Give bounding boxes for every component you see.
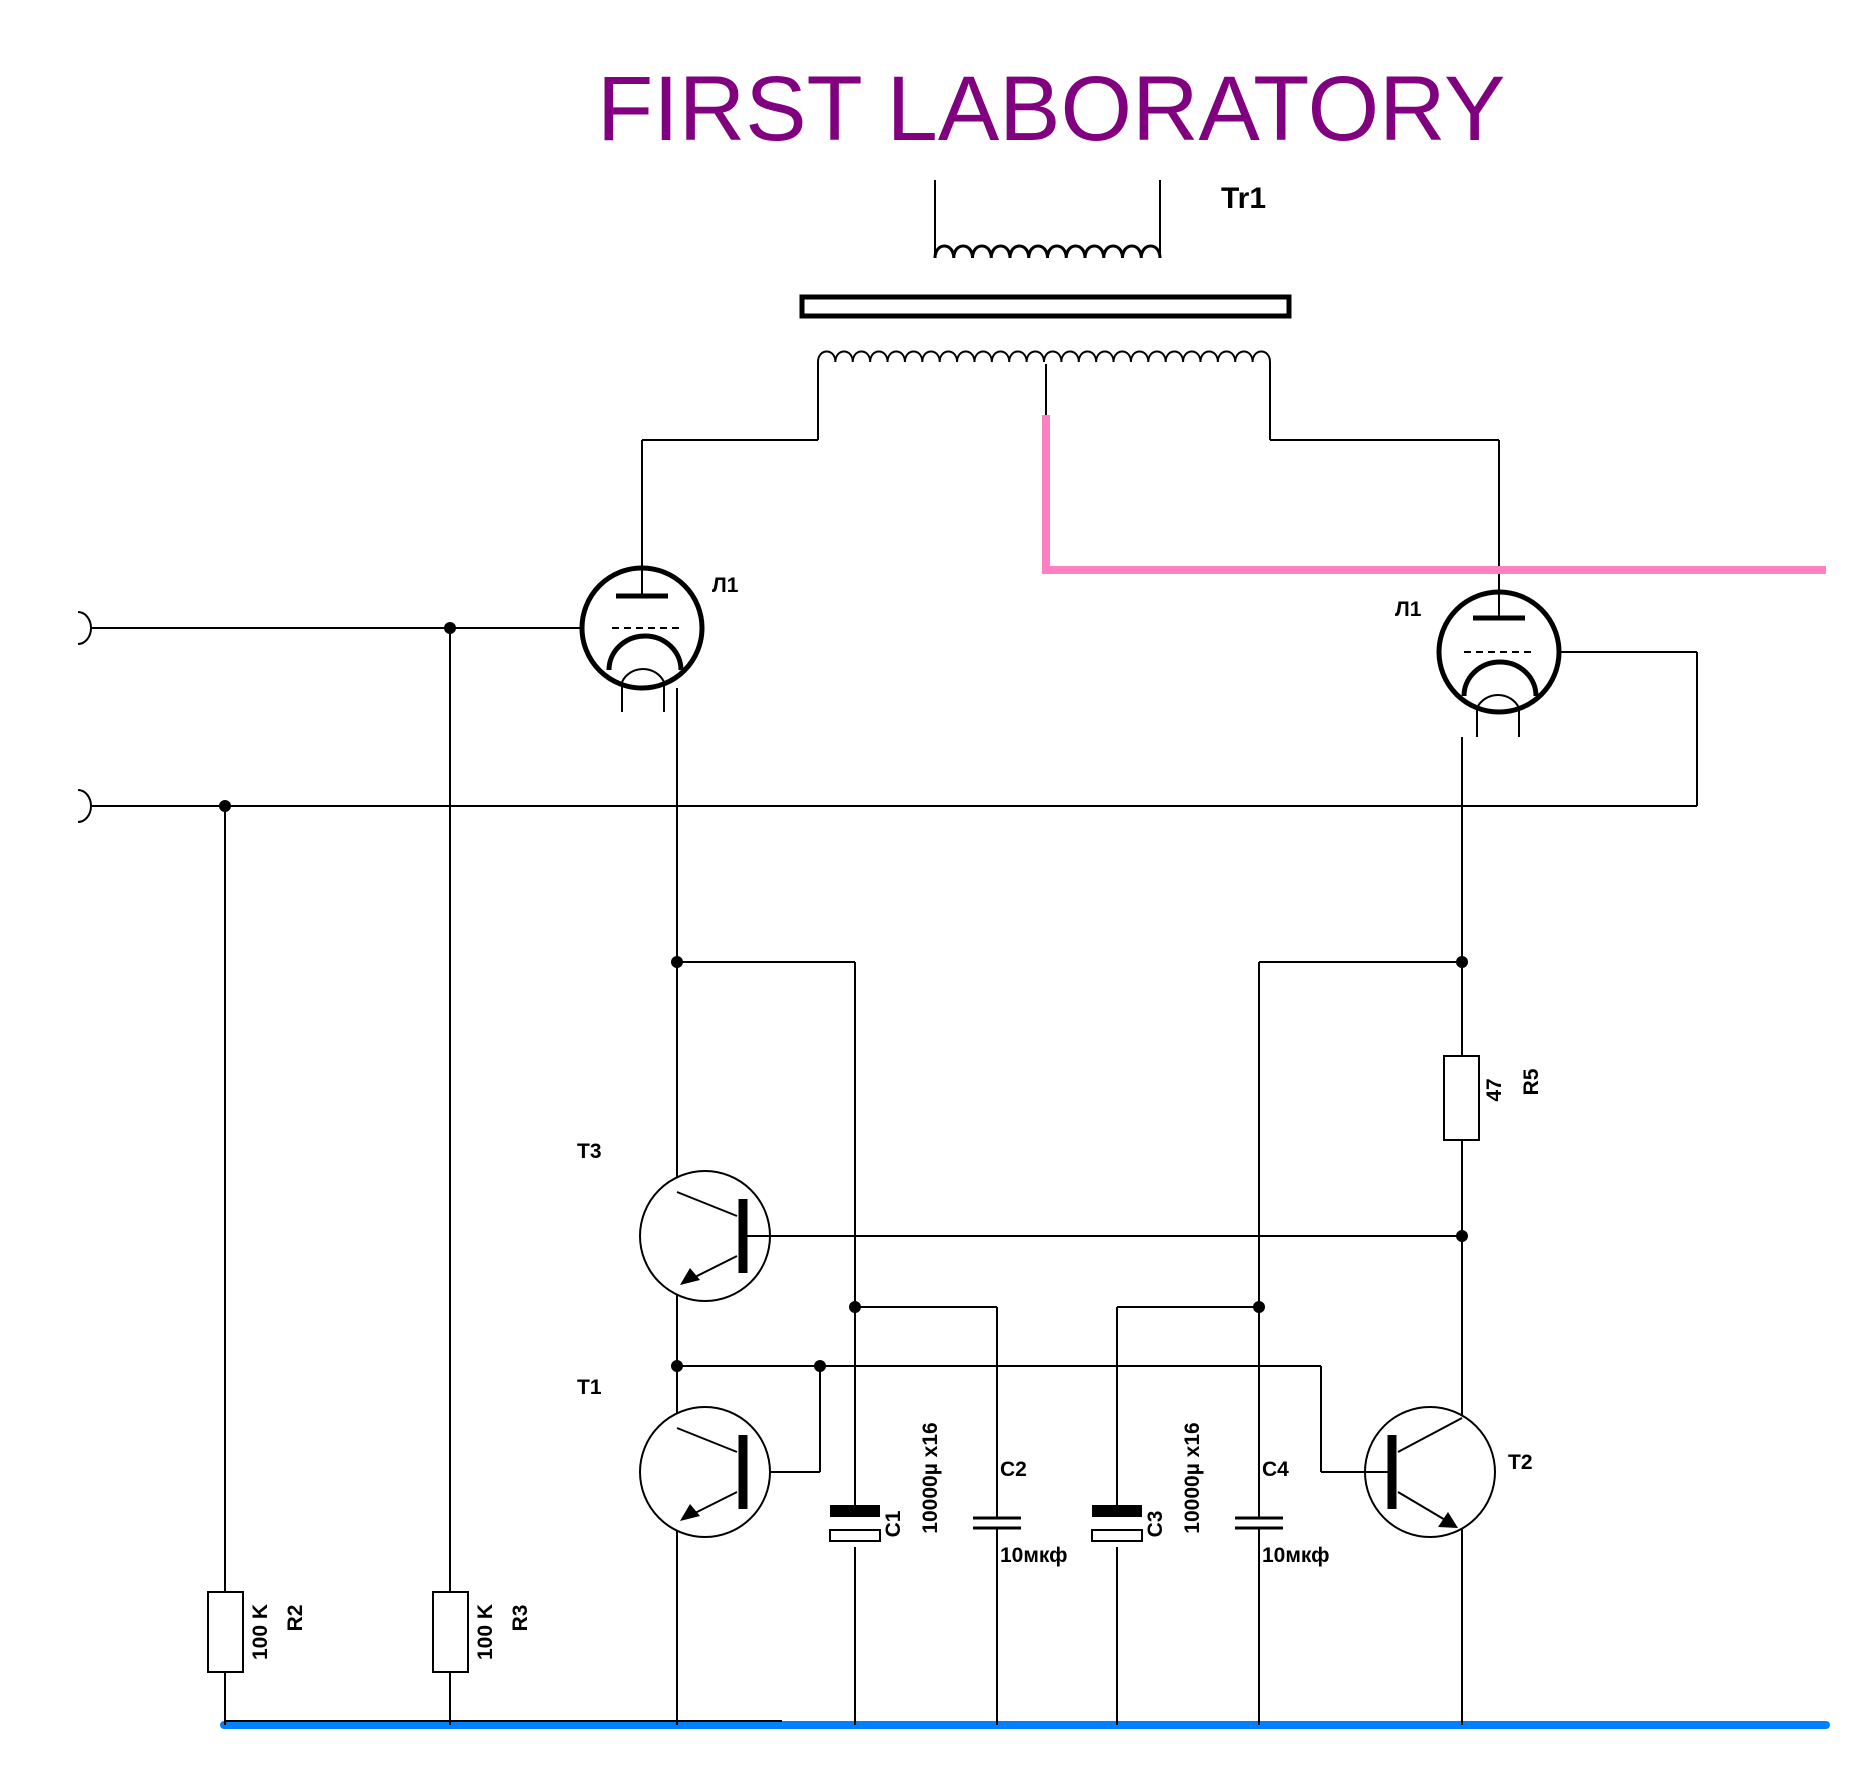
c3-value: 10000µ x16 — [1181, 1422, 1204, 1533]
c2-value: 10мкф — [1000, 1544, 1068, 1567]
t2-label: T2 — [1508, 1451, 1533, 1474]
primary-winding — [817, 350, 1271, 363]
transistor-t3: T3 — [577, 1140, 771, 1302]
tube-left-label: Л1 — [712, 574, 739, 597]
transistor-t2: T2 — [1364, 1406, 1533, 1538]
tube-l1-right: Л1 — [1395, 589, 1562, 737]
capacitor-c3: C3 10000µ x16 — [1091, 1422, 1204, 1542]
r3-ref: R3 — [509, 1605, 532, 1632]
secondary-winding — [933, 244, 1162, 259]
c2-ref: C2 — [1000, 1458, 1027, 1481]
r2-value: 100 K — [249, 1604, 272, 1660]
c3-ref: C3 — [1144, 1511, 1167, 1538]
resistor-r3: 100 K R3 — [432, 1591, 532, 1673]
r2-ref: R2 — [284, 1605, 307, 1632]
t1-label: T1 — [577, 1376, 602, 1399]
c1-ref: C1 — [882, 1510, 905, 1537]
capacitor-c2: C2 10мкф — [973, 1458, 1068, 1567]
transformer-label: Tr1 — [1221, 182, 1266, 215]
resistor-r5: 47 R5 — [1443, 1055, 1543, 1141]
c4-ref: C4 — [1262, 1458, 1289, 1481]
tube-right-label: Л1 — [1395, 598, 1422, 621]
transistor-t1: T1 — [577, 1376, 771, 1538]
r5-ref: R5 — [1520, 1068, 1543, 1095]
r3-value: 100 K — [474, 1604, 497, 1660]
input-wiring — [77, 611, 1698, 1725]
resistor-r2: 100 K R2 — [207, 1591, 307, 1673]
transformer-core — [799, 294, 1292, 319]
main-wiring — [671, 688, 1468, 1725]
tube-l1-left: Л1 — [579, 565, 739, 712]
capacitor-c4: C4 10мкф — [1235, 1458, 1330, 1567]
t3-label: T3 — [577, 1140, 602, 1163]
schematic-title: FIRST LABORATORY — [597, 58, 1505, 160]
r5-value: 47 — [1483, 1078, 1506, 1101]
c4-value: 10мкф — [1262, 1544, 1330, 1567]
c1-value: 10000µ x16 — [919, 1422, 942, 1533]
positive-rail — [1042, 415, 1826, 574]
capacitor-c1: C1 10000µ x16 — [829, 1422, 942, 1542]
transformer-tr1: Tr1 — [641, 180, 1500, 618]
